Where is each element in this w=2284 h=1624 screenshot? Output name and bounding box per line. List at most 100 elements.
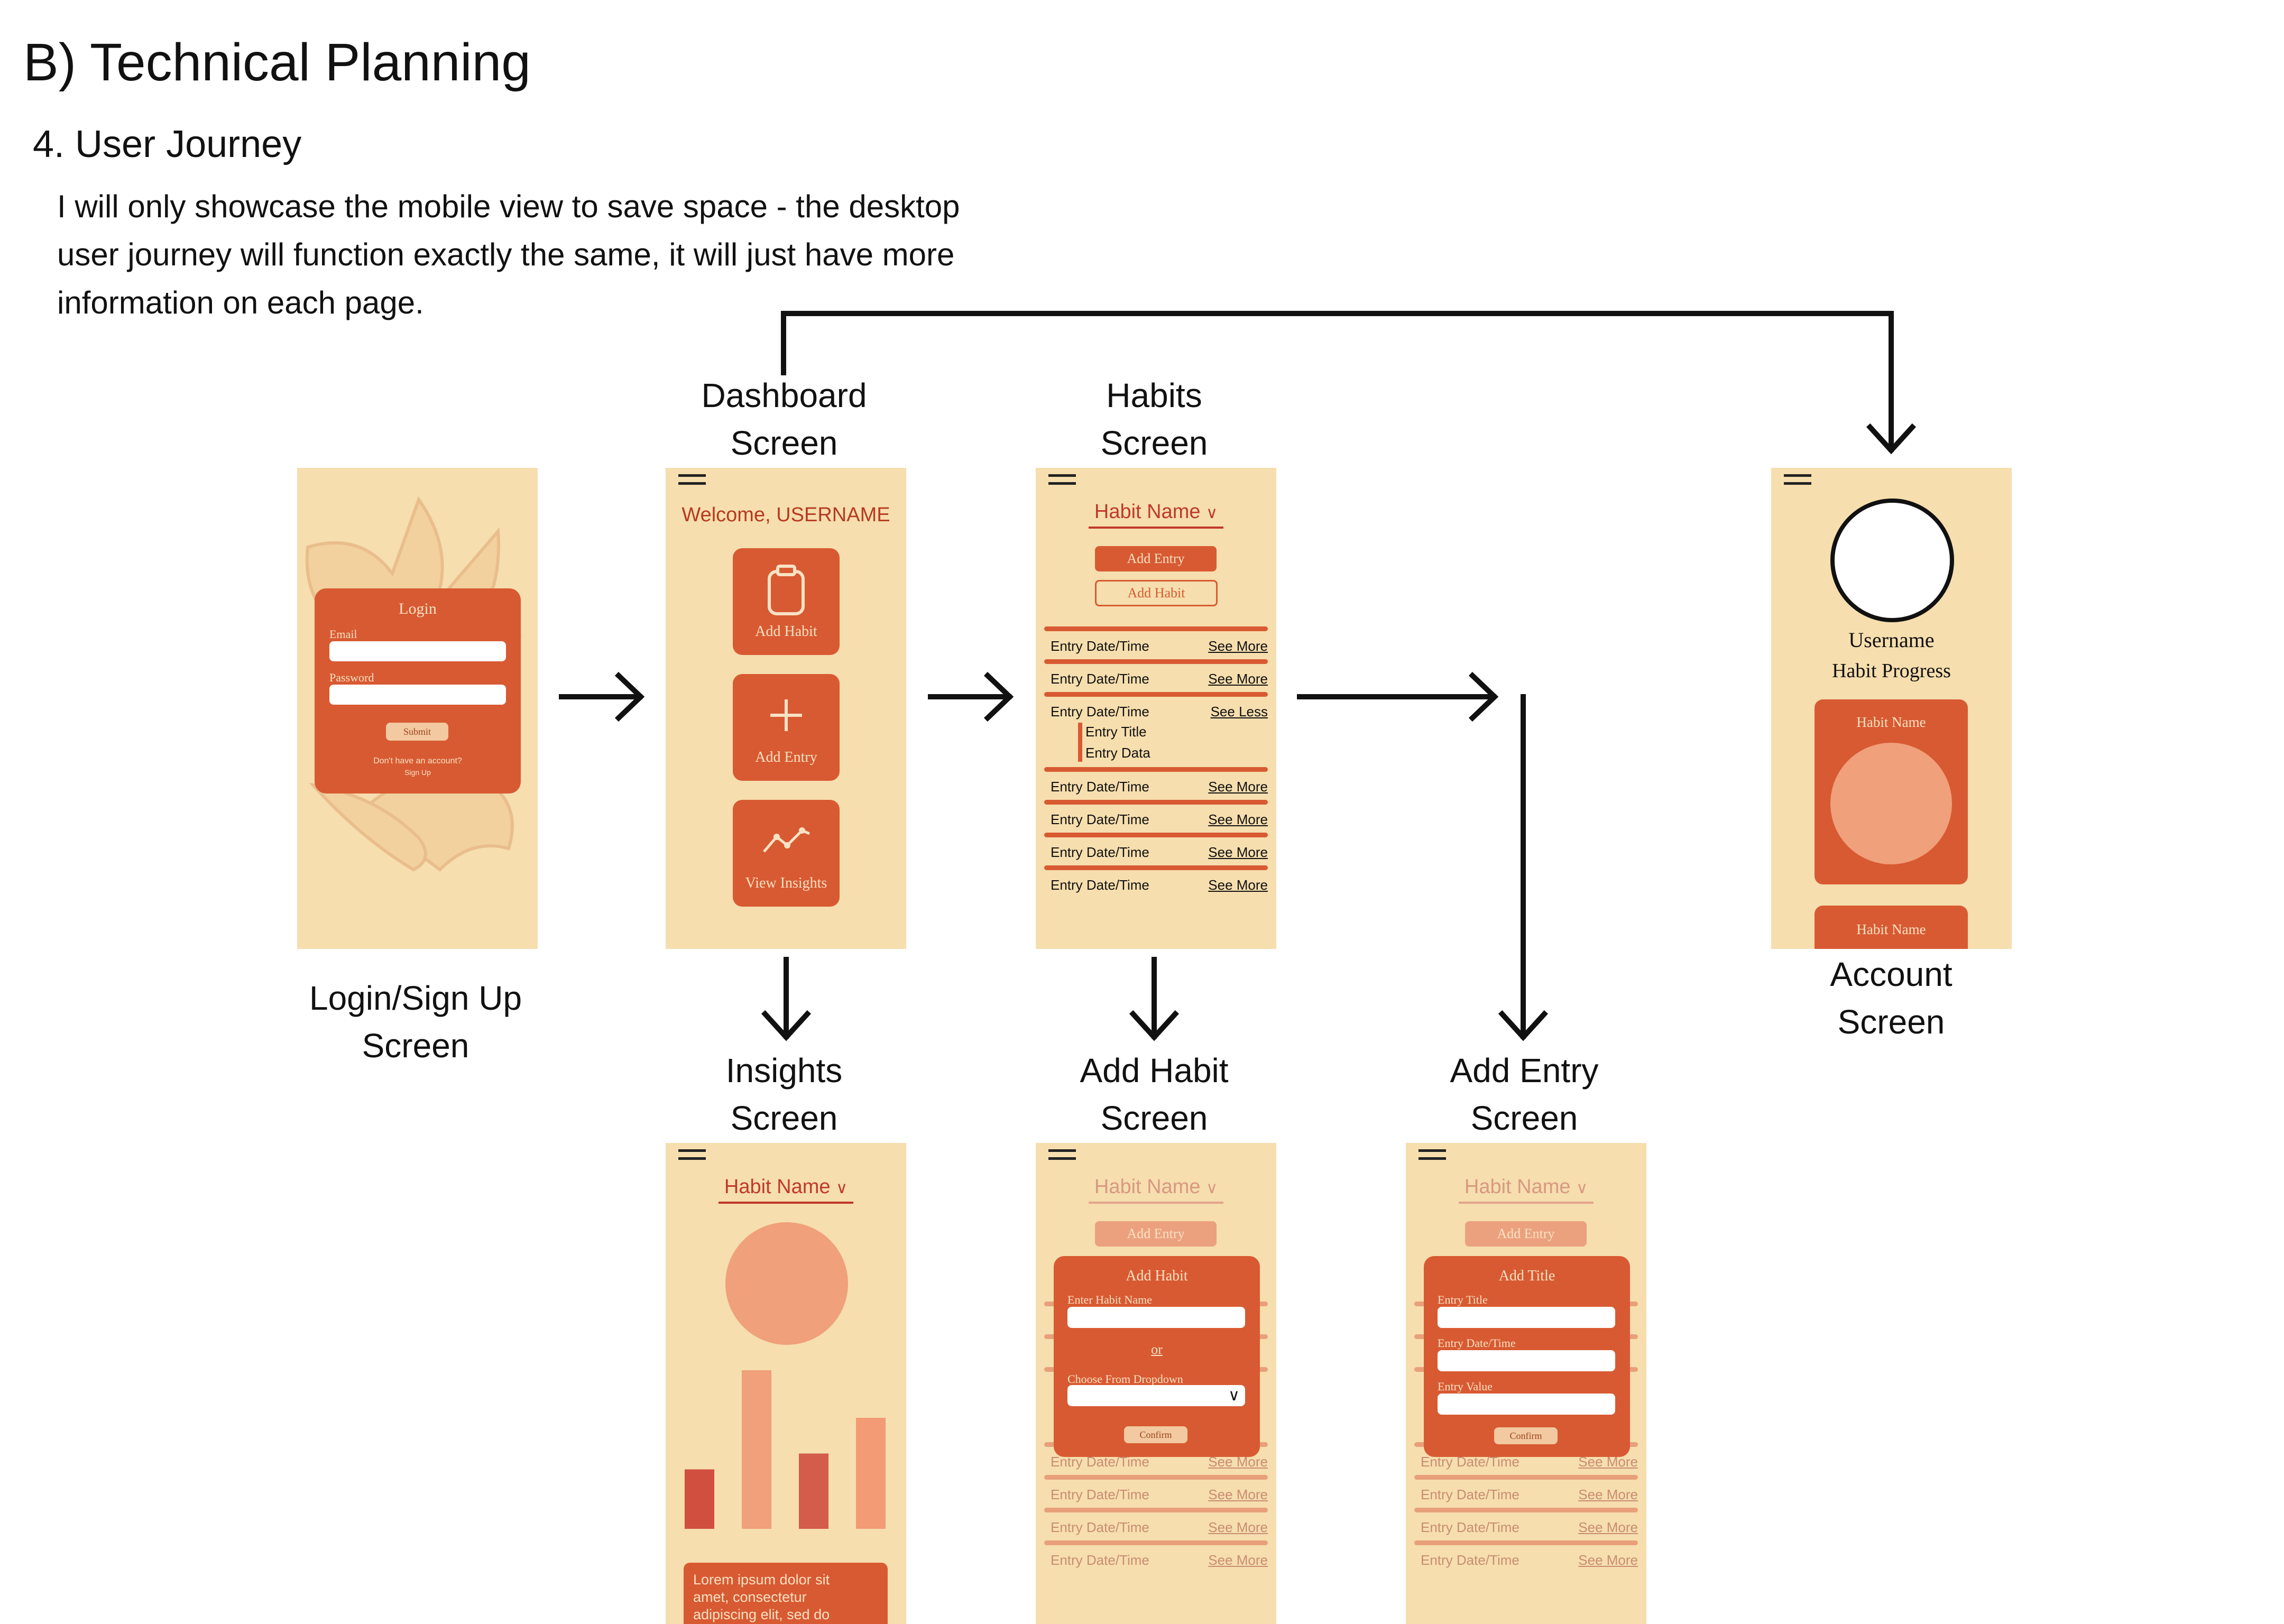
habit-dropdown-label: Habit Name <box>1464 1176 1571 1198</box>
login-screen-mockup: Login Email Password Submit Don't have a… <box>297 468 538 949</box>
plus-icon <box>770 699 802 731</box>
hamburger-menu-icon[interactable] <box>1048 1149 1076 1161</box>
add-entry-button[interactable]: Add Entry <box>1095 1221 1217 1247</box>
add-entry-button[interactable]: Add Entry <box>1465 1221 1587 1247</box>
submit-button[interactable]: Submit <box>386 723 448 741</box>
confirm-button[interactable]: Confirm <box>1494 1427 1558 1444</box>
subsection-title: 4. User Journey <box>33 123 302 165</box>
see-more-link[interactable]: See More <box>1208 1552 1268 1568</box>
habit-dropdown-label: Habit Name <box>1094 501 1201 523</box>
habit-progress-card[interactable]: Habit Name <box>1815 699 1968 884</box>
arrowhead <box>1129 1010 1180 1041</box>
chevron-down-icon: ∨ <box>1576 1179 1588 1197</box>
entry-date-label: Entry Date/Time <box>1438 1336 1516 1350</box>
view-insights-tile[interactable]: View Insights <box>733 800 840 907</box>
habit-progress-heading: Habit Progress <box>1832 660 1951 682</box>
entry-title-field[interactable] <box>1438 1307 1615 1328</box>
habit-name-field[interactable] <box>1067 1307 1245 1328</box>
chart-bar <box>685 1469 714 1529</box>
add-entry-button[interactable]: Add Entry <box>1095 546 1217 571</box>
hamburger-menu-icon[interactable] <box>1419 1149 1446 1161</box>
entry-date-field[interactable] <box>1438 1350 1615 1371</box>
habit-dropdown[interactable]: Habit Name ∨ <box>719 1176 853 1204</box>
see-less-link[interactable]: See Less <box>1210 704 1268 719</box>
add-habit-button[interactable]: Add Habit <box>1095 580 1218 606</box>
entry-data: Entry Data <box>1085 745 1150 761</box>
see-more-link[interactable]: See More <box>1208 811 1268 827</box>
see-more-link[interactable]: See More <box>1208 1519 1268 1535</box>
email-label: Email <box>329 628 357 641</box>
add-entry-modal: Add Title Entry Title Entry Date/Time En… <box>1424 1256 1630 1457</box>
see-more-link[interactable]: See More <box>1578 1552 1638 1568</box>
habit-card-label: Habit Name <box>1856 714 1926 730</box>
sign-up-link[interactable]: Sign Up <box>404 768 431 777</box>
habit-name-label: Enter Habit Name <box>1067 1293 1153 1306</box>
habit-select-dropdown[interactable]: ∨ <box>1067 1385 1245 1406</box>
entry-value-field[interactable] <box>1438 1394 1615 1415</box>
confirm-button[interactable]: Confirm <box>1124 1426 1187 1443</box>
habit-dropdown[interactable]: Habit Name ∨ <box>1089 501 1223 529</box>
chart-bar <box>799 1453 828 1529</box>
clipboard-icon <box>768 565 805 615</box>
habit-dropdown[interactable]: Habit Name ∨ <box>1089 1176 1223 1204</box>
add-entry-tile[interactable]: Add Entry <box>733 674 840 781</box>
progress-circle <box>1830 743 1952 864</box>
habit-dropdown-label: Habit Name <box>724 1176 831 1198</box>
see-more-link[interactable]: See More <box>1208 877 1268 893</box>
arrowhead <box>761 1010 812 1041</box>
chevron-down-icon: ∨ <box>836 1179 848 1197</box>
login-title: Login <box>399 600 437 617</box>
hamburger-menu-icon[interactable] <box>1784 474 1811 486</box>
line-chart-icon <box>763 827 810 853</box>
email-field[interactable] <box>329 641 506 661</box>
dropdown-label: Choose From Dropdown <box>1067 1372 1183 1386</box>
hamburger-menu-icon[interactable] <box>1048 474 1076 486</box>
intro-line: user journey will function exactly the s… <box>57 237 955 272</box>
username-text: Username <box>1848 628 1935 652</box>
add-habit-tile[interactable]: Add Habit <box>733 548 840 655</box>
habit-dropdown[interactable]: Habit Name ∨ <box>1459 1176 1594 1204</box>
dashboard-screen-mockup: Welcome, USERNAME Add Habit Add Entry Vi… <box>666 468 906 949</box>
section-title: B) Technical Planning <box>23 33 531 92</box>
or-separator: or <box>1151 1342 1163 1357</box>
password-field[interactable] <box>329 685 506 705</box>
habit-progress-card[interactable]: Habit Name <box>1815 906 1968 949</box>
avatar <box>1830 499 1954 622</box>
arrowhead <box>1468 671 1499 722</box>
hamburger-menu-icon[interactable] <box>678 474 706 486</box>
entry-value-label: Entry Value <box>1438 1380 1493 1393</box>
see-more-link[interactable]: See More <box>1208 779 1268 795</box>
see-more-link[interactable]: See More <box>1208 1487 1268 1502</box>
see-more-link[interactable]: See More <box>1578 1487 1638 1502</box>
see-more-link[interactable]: See More <box>1208 638 1268 654</box>
see-more-link[interactable]: See More <box>1208 671 1268 687</box>
insight-line: amet, consectetur <box>693 1589 807 1605</box>
hamburger-menu-icon[interactable] <box>678 1149 706 1161</box>
see-more-link[interactable]: See More <box>1578 1519 1638 1535</box>
arrowhead <box>1498 1010 1549 1041</box>
see-more-link[interactable]: See More <box>1208 844 1268 860</box>
arrowhead <box>1866 423 1917 455</box>
chart-bar <box>856 1418 886 1529</box>
chevron-down-icon: ∨ <box>1206 504 1218 522</box>
